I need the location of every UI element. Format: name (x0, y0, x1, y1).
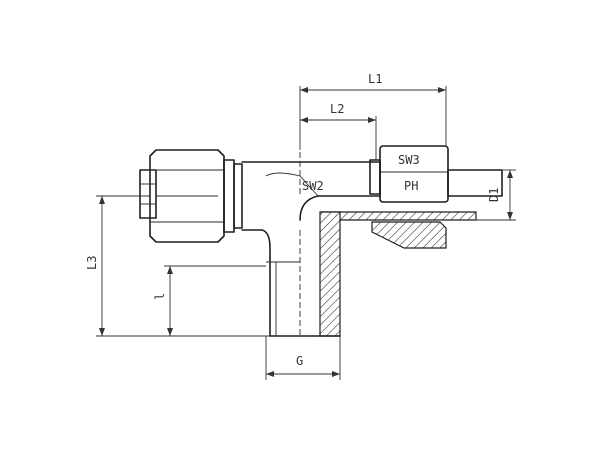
label-sw2: SW2 (302, 179, 324, 193)
left-collar-ring (223, 159, 235, 233)
left-hex-nut (149, 149, 225, 243)
right-nut-collar (369, 159, 381, 195)
label-sw3: SW3 (398, 153, 420, 167)
label-ph: PH (404, 179, 418, 193)
right-nut-section (371, 221, 447, 249)
right-tube-end (447, 169, 503, 197)
label-l: l (153, 293, 167, 300)
dimension-d1 (476, 169, 516, 221)
left-nut-assembly (139, 149, 243, 243)
branch-wall-section (319, 211, 341, 337)
dimension-l3 (96, 195, 270, 337)
branch-leg (266, 211, 341, 337)
tee-body (241, 152, 381, 259)
label-l1: L1 (368, 72, 382, 86)
dimension-l (164, 265, 266, 336)
left-collar-ring-outer (233, 163, 243, 229)
dimension-l2 (300, 116, 377, 160)
label-d1: D1 (487, 188, 501, 202)
dimension-l1 (299, 86, 447, 150)
label-g: G (296, 354, 303, 368)
left-tube-stub (139, 169, 157, 219)
label-l2: L2 (330, 102, 344, 116)
label-l3: L3 (85, 256, 99, 270)
dimension-g (265, 336, 341, 380)
tube-wall-section (319, 211, 477, 221)
